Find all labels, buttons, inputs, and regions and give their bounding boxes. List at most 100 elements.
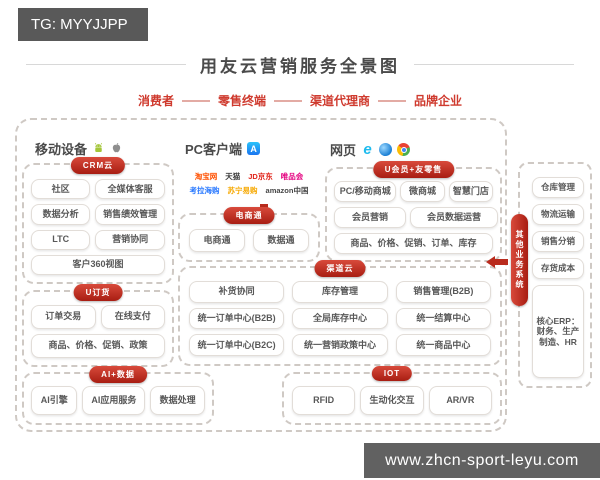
crm-cloud-section: CRM云 社区 全媒体客服 数据分析 销售绩效管理 LTC 营销协同 客户360…	[22, 157, 174, 284]
u-order-grid: 订单交易 在线支付 商品、价格、促销、政策	[31, 305, 165, 358]
crm-section-pill: CRM云	[70, 157, 126, 174]
service-box-global-inventory-center: 全局库存中心	[292, 307, 388, 330]
web-header-label: 网页	[330, 143, 357, 158]
service-box-inventory-mgmt: 库存管理	[292, 281, 388, 303]
service-box-micro-mall: 微商城	[400, 181, 445, 202]
tmall-logo: 天猫	[225, 171, 241, 181]
ai-data-section: AI+数据 AI引擎 AI应用服务 数据处理	[22, 366, 214, 425]
chain-connector	[274, 99, 302, 102]
title-row: 用友云营销服务全景图	[0, 52, 600, 77]
logo-row-1: 淘宝网 天猫 JD京东 唯品会	[195, 171, 304, 182]
member-row-2: 会员营销 会员数据运营	[334, 207, 498, 228]
service-box-sales-distribution: 销售分销	[532, 231, 584, 252]
service-box-marketing-collab: 营销协同	[95, 229, 165, 250]
service-box-logistics-transport: 物流运输	[532, 204, 584, 225]
service-box-warehouse-mgmt: 仓库管理	[532, 177, 584, 198]
bottom-watermark-text: www.zhcn-sport-leyu.com	[385, 451, 579, 469]
crm-grid: 社区 全媒体客服 数据分析 销售绩效管理 LTC 营销协同 客户360视图	[31, 179, 165, 275]
u-order-section: U订货 订单交易 在线支付 商品、价格、促销、政策	[22, 284, 174, 367]
chain-connector	[378, 99, 407, 102]
chain-item-consumer: 消费者	[137, 94, 174, 108]
channel-section-pill: 渠道云	[314, 260, 366, 277]
web-platform-header: 网页 e	[330, 140, 411, 159]
top-watermark-text: TG: MYYJJPP	[31, 16, 128, 33]
service-box-goods-price-promo-order-stock: 商品、价格、促销、订单、库存	[334, 233, 493, 254]
service-box-customer-360: 客户360视图	[31, 254, 165, 275]
other-systems-list: 仓库管理 物流运输 销售分销 存货成本 核心ERP：财务、生产制造、HR	[532, 177, 584, 378]
value-chain: 消费者 零售终端 渠道代理商 品牌企业	[0, 92, 600, 109]
chain-item-retail: 零售终端	[217, 94, 266, 108]
service-box-ltc: LTC	[31, 229, 91, 250]
service-box-unified-marketing-policy-center: 统一营销政策中心	[292, 334, 388, 356]
title-line-left	[26, 64, 186, 65]
service-box-member-marketing: 会员营销	[334, 207, 406, 228]
member-section-pill: U会员+友零售	[372, 161, 455, 178]
mobile-platform-header: 移动设备	[35, 139, 123, 158]
pc-header-label: PC客户端	[185, 142, 243, 157]
service-box-unified-order-center-b2c: 统一订单中心(B2C)	[189, 334, 285, 356]
ai-grid: AI引擎 AI应用服务 数据处理	[31, 386, 205, 415]
vip-logo: 唯品会	[280, 171, 304, 181]
member-row-3: 商品、价格、促销、订单、库存	[334, 233, 493, 254]
service-box-ar-vr: AR/VR	[428, 386, 492, 415]
service-box-data-processing: 数据处理	[150, 386, 205, 415]
bottom-watermark-bar: www.zhcn-sport-leyu.com	[364, 443, 600, 478]
edge-browser-icon	[379, 143, 393, 156]
service-box-sales-performance: 销售绩效管理	[95, 204, 165, 225]
service-box-smart-store: 智慧门店	[448, 181, 493, 202]
android-icon	[92, 142, 105, 155]
service-box-data-analysis: 数据分析	[31, 204, 91, 225]
taobao-logo: 淘宝网	[194, 171, 218, 181]
service-box-ai-app-service: AI应用服务	[82, 386, 146, 415]
channel-cloud-section: 渠道云 补货协同 库存管理 销售管理(B2B) 统一订单中心(B2B) 全局库存…	[178, 260, 502, 366]
ecommerce-logo-strip: 淘宝网 天猫 JD京东 唯品会 考拉海购 苏宁易购 amazon中国	[178, 162, 320, 204]
suning-logo: 苏宁易购	[227, 185, 258, 195]
service-box-sales-mgmt-b2b: 销售管理(B2B)	[395, 281, 491, 303]
left-arrow-icon	[486, 256, 508, 268]
other-systems-pill: 其他业务系统	[511, 214, 528, 306]
service-box-unified-order-center-b2b: 统一订单中心(B2B)	[189, 307, 285, 330]
service-box-rfid: RFID	[292, 386, 356, 415]
ie-browser-icon: e	[363, 141, 372, 158]
service-box-community: 社区	[31, 179, 91, 200]
service-box-inventory-cost: 存货成本	[532, 258, 584, 279]
service-box-data-link: 数据通	[253, 229, 309, 252]
iot-grid: RFID 生动化交互 AR/VR	[292, 386, 492, 415]
jd-logo: JD京东	[248, 171, 273, 181]
ecom-grid: 电商通 数据通	[189, 229, 309, 252]
chain-connector	[181, 99, 210, 102]
chrome-browser-icon	[397, 143, 411, 156]
mobile-header-label: 移动设备	[35, 142, 88, 157]
other-systems-section: 其他业务系统 仓库管理 物流运输 销售分销 存货成本 核心ERP：财务、生产制造…	[511, 162, 592, 388]
channel-grid: 补货协同 库存管理 销售管理(B2B) 统一订单中心(B2B) 全局库存中心 统…	[189, 281, 491, 356]
chain-item-channel-agent: 渠道代理商	[310, 94, 371, 108]
iot-section-pill: IOT	[371, 366, 413, 381]
apple-icon	[110, 142, 123, 155]
ai-section-pill: AI+数据	[89, 366, 147, 383]
amazon-logo: amazon中国	[265, 185, 309, 195]
service-box-goods-price-promo-policy: 商品、价格、促销、政策	[31, 334, 165, 358]
ecom-section-pill: 电商通	[223, 207, 275, 224]
title-line-right	[414, 64, 574, 65]
windows-icon	[265, 142, 278, 155]
u-order-section-pill: U订货	[73, 284, 123, 301]
page-title: 用友云营销服务全景图	[200, 57, 400, 76]
ecom-connector-section: 电商通 电商通 数据通	[178, 207, 320, 262]
service-box-ai-engine: AI引擎	[31, 386, 78, 415]
member-row-1: PC/移动商城 微商城 智慧门店	[334, 181, 493, 202]
service-box-unified-settlement-center: 统一结算中心	[395, 307, 491, 330]
logo-row-2: 考拉海购 苏宁易购 amazon中国	[190, 185, 309, 196]
service-box-member-data-ops: 会员数据运营	[410, 207, 498, 228]
service-box-omni-media-service: 全媒体客服	[95, 179, 165, 200]
service-box-pc-mobile-mall: PC/移动商城	[334, 181, 397, 202]
service-box-vivid-interaction: 生动化交互	[360, 386, 424, 415]
iot-section: IOT RFID 生动化交互 AR/VR	[282, 366, 502, 425]
top-watermark-badge: TG: MYYJJPP	[18, 8, 148, 41]
service-box-core-erp: 核心ERP：财务、生产制造、HR	[532, 285, 584, 378]
service-box-replenishment-collab: 补货协同	[189, 281, 285, 303]
chain-item-brand: 品牌企业	[414, 94, 463, 108]
service-box-online-payment: 在线支付	[100, 305, 165, 329]
member-grid: PC/移动商城 微商城 智慧门店 会员营销 会员数据运营 商品、价格、促销、订单…	[334, 181, 498, 254]
kaola-logo: 考拉海购	[189, 185, 220, 195]
